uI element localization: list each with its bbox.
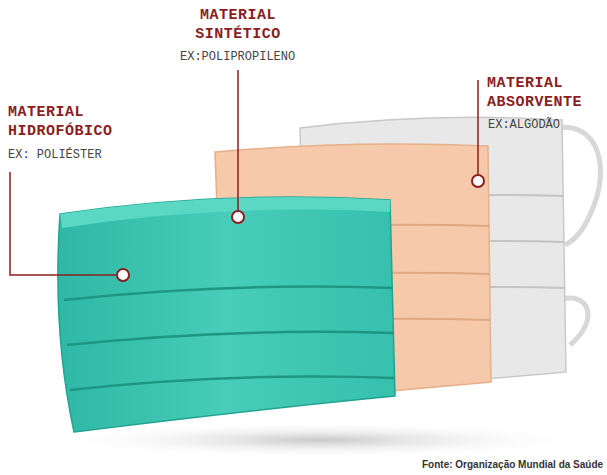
material-example: EX:ALGODÃO <box>488 118 560 133</box>
material-example: EX:POLIPROPILENO <box>180 50 295 65</box>
material-heading: MATERIAL ABSORVENTE <box>487 74 603 112</box>
material-heading: MATERIAL HIDROFÓBICO <box>8 103 126 141</box>
shadow <box>50 422 590 458</box>
material-heading: MATERIAL SINTÉTICO <box>168 6 308 44</box>
source-note: Fonte: Organização Mundial da Saúde <box>422 459 603 470</box>
callout-dots <box>117 175 484 281</box>
leader-lines <box>10 70 478 275</box>
hydrophobic-layer <box>58 197 395 432</box>
material-example: EX: POLIÉSTER <box>8 148 102 163</box>
pleats <box>64 287 394 391</box>
mask-edge <box>60 197 390 228</box>
